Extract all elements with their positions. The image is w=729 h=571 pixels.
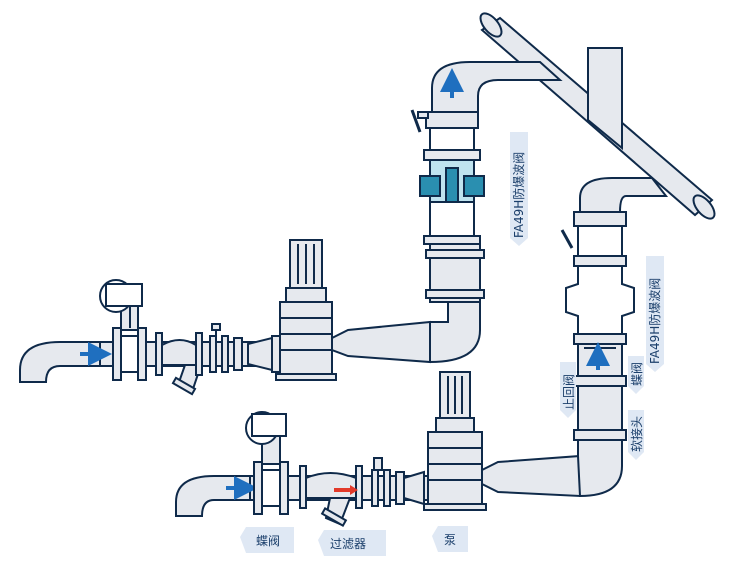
label-butterfly-right: 蝶阀 [628, 356, 644, 394]
inlet-elbow-lower [175, 475, 261, 517]
y-strainer-lower [299, 465, 363, 527]
pump-lower [423, 371, 487, 511]
check-valve-lower [371, 457, 405, 507]
discharge-pipe-lower [481, 439, 623, 498]
label-pump-text: 泵 [444, 533, 456, 547]
y-strainer-upper [155, 332, 203, 396]
label-check-valve-text: 止回阀 [562, 374, 576, 410]
label-soft-joint: 软接头 [628, 410, 644, 460]
pump-upper [275, 239, 337, 381]
label-filter: 过滤器 [318, 530, 386, 556]
discharge-pipe-upper [331, 239, 485, 364]
vertical-stub-pipe [587, 47, 623, 151]
inlet-elbow-upper [19, 341, 111, 383]
label-pump: 泵 [432, 526, 468, 552]
reducer-upper [247, 335, 281, 373]
flow-arrowhead-lower-red [350, 485, 358, 495]
label-butterfly-right-text: 蝶阀 [629, 362, 644, 386]
butterfly-valve-lower [245, 411, 289, 515]
label-valve-right: FA49H防爆波阀 [646, 256, 664, 372]
label-valve-top: FA49H防爆波阀 [510, 132, 528, 246]
check-valve-upper [209, 323, 243, 373]
reducer-lower [403, 470, 425, 506]
label-butterfly-bottom-text: 蝶阀 [256, 533, 280, 548]
label-butterfly-bottom: 蝶阀 [240, 527, 294, 553]
label-soft-joint-text: 软接头 [629, 416, 644, 452]
blast-valve-upper [410, 109, 485, 245]
label-valve-right-text: FA49H防爆波阀 [647, 278, 662, 364]
label-check-valve: 止回阀 [560, 362, 576, 418]
label-valve-top-text: FA49H防爆波阀 [511, 152, 526, 238]
blast-valve-right [560, 211, 635, 441]
top-elbow-upper [431, 61, 563, 113]
right-elbow-top [579, 177, 669, 213]
label-filter-text: 过滤器 [330, 537, 366, 551]
butterfly-valve-upper [99, 279, 147, 381]
